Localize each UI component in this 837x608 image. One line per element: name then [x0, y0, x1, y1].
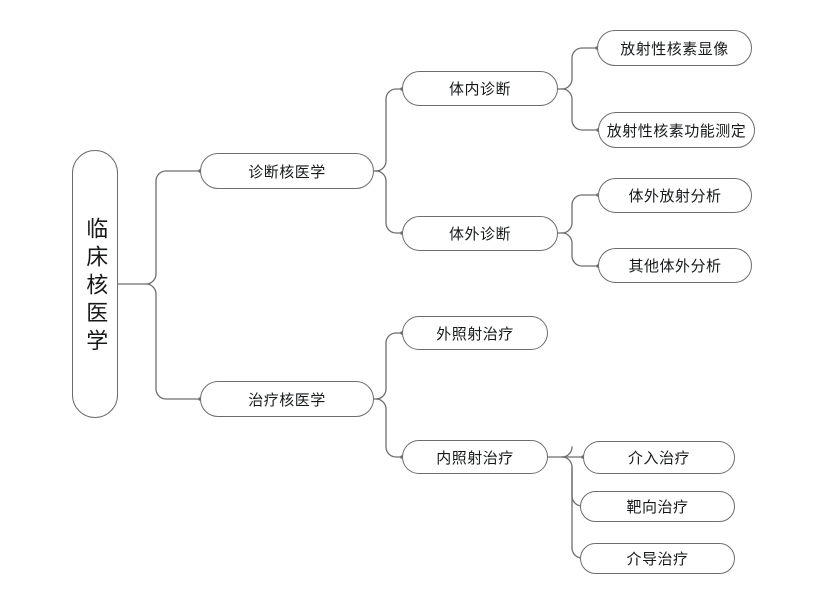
node-guided-therapy[interactable]: 介导治疗	[580, 543, 735, 574]
connector-therapeutic-to-external	[375, 332, 403, 400]
node-radionuclide-function-test[interactable]: 放射性核素功能测定	[598, 112, 755, 148]
connector-arrowheads	[198, 46, 600, 560]
connector-root-to-therapeutic	[145, 283, 201, 400]
node-invitro-radioassay[interactable]: 体外放射分析	[598, 178, 752, 213]
node-diagnostic[interactable]: 诊断核医学	[200, 153, 374, 189]
connector-root-trunk	[117, 170, 201, 285]
node-external-radiotherapy[interactable]: 外照射治疗	[402, 316, 548, 350]
connector-diagnostic-to-invivo	[375, 88, 403, 172]
connector-invivo-to-function	[561, 88, 599, 131]
connector-invitro-to-ria	[561, 194, 599, 234]
connector-invivo-to-imaging	[561, 47, 598, 90]
node-invivo-diagnosis[interactable]: 体内诊断	[402, 71, 558, 106]
connector-therapeutic-to-internal	[375, 398, 403, 458]
node-targeted-therapy[interactable]: 靶向治疗	[580, 491, 735, 522]
node-radionuclide-imaging[interactable]: 放射性核素显像	[597, 30, 752, 66]
node-internal-radiotherapy[interactable]: 内照射治疗	[402, 440, 548, 474]
node-root[interactable]: 临床核医学	[72, 150, 118, 418]
connector-diagnostic-to-invitro	[375, 170, 403, 234]
node-interventional-therapy[interactable]: 介入治疗	[583, 441, 735, 474]
node-other-invitro-assay[interactable]: 其他体外分析	[598, 248, 752, 283]
connector-invitro-to-other	[561, 232, 599, 267]
node-therapeutic[interactable]: 治疗核医学	[200, 381, 374, 417]
node-invitro-diagnosis[interactable]: 体外诊断	[402, 216, 558, 251]
